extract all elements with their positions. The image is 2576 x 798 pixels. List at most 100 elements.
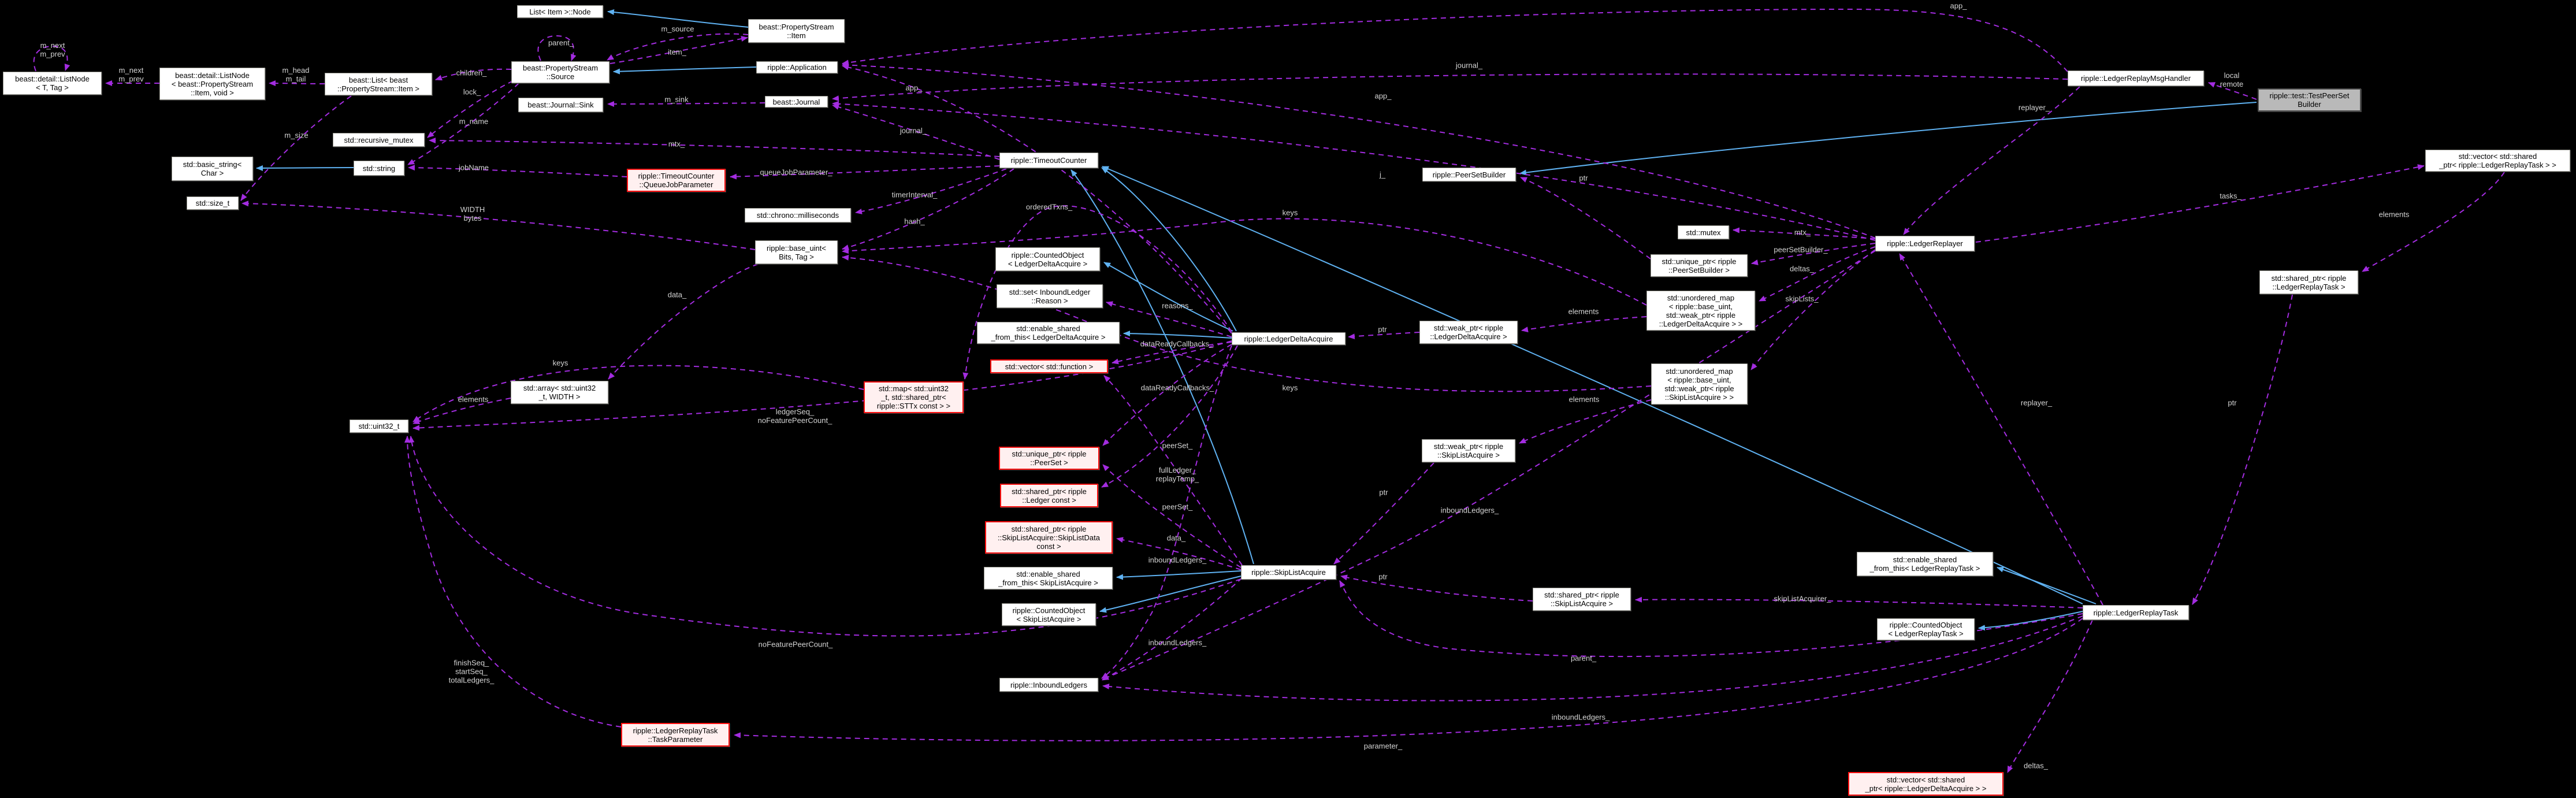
usage-edge — [1102, 464, 1241, 568]
node-weak-sla[interactable]: std::weak_ptr< ripple ::SkipListAcquire … — [1422, 439, 1515, 462]
usage-edge — [1519, 399, 1652, 444]
node-sp-sla[interactable]: std::shared_ptr< ripple ::SkipListAcquir… — [1533, 588, 1631, 611]
node-ps-item[interactable]: beast::PropertyStream ::Item — [748, 19, 845, 43]
edge-label: keys — [552, 358, 568, 368]
node-map-sttx[interactable]: std::map< std::uint32 _t, std::shared_pt… — [864, 381, 964, 413]
edge-label: lock_ — [463, 87, 481, 96]
inherit-edge — [1103, 262, 1233, 332]
node-application[interactable]: ripple::Application — [756, 61, 838, 73]
node-journal-sink[interactable]: beast::Journal::Sink — [518, 98, 603, 112]
node-uniq-psb[interactable]: std::unique_ptr< ripple ::PeerSetBuilder… — [1651, 254, 1748, 277]
node-lda[interactable]: ripple::LedgerDeltaAcquire — [1232, 332, 1345, 345]
edge-label: elements — [1568, 395, 1600, 404]
usage-edge — [607, 101, 765, 107]
usage-edge — [412, 340, 1232, 431]
usage-edge — [832, 104, 1000, 160]
edge-label: dataReadyCallbacks_ — [1140, 339, 1214, 348]
usage-edge — [412, 365, 864, 422]
node-qjp[interactable]: ripple::TimeoutCounter ::QueueJobParamet… — [627, 169, 726, 192]
node-recursive-mutex[interactable]: std::recursive_mutex — [333, 133, 425, 147]
inherit-edge — [607, 9, 749, 28]
node-vec-lda[interactable]: std::vector< std::shared _ptr< ripple::L… — [1848, 772, 2003, 796]
node-lrt[interactable]: ripple::LedgerReplayTask — [2083, 605, 2189, 620]
node-ps-source[interactable]: beast::PropertyStream ::Source — [511, 61, 609, 83]
node-inbound[interactable]: ripple::InboundLedgers — [999, 678, 1098, 692]
usage-edge — [1750, 249, 1876, 370]
node-replayer[interactable]: ripple::LedgerReplayer — [1875, 236, 1975, 251]
node-test-psb[interactable]: ripple::test::TestPeerSet Builder — [2258, 88, 2361, 112]
edge-label: replayer_ — [2020, 398, 2053, 407]
edge-label: finishSeq_ startSeq_ totalLedgers_ — [448, 658, 495, 685]
usage-edge — [608, 263, 759, 380]
node-msg-handler[interactable]: ripple::LedgerReplayMsgHandler — [2068, 70, 2204, 86]
usage-edge — [842, 218, 1647, 306]
edge-label: skipListAcquirer_ — [1774, 594, 1831, 603]
node-size-t[interactable]: std::size_t — [187, 196, 239, 210]
edge-label: parent_ — [548, 38, 574, 47]
inherit-edge — [1101, 167, 1237, 332]
usage-edge — [842, 254, 1652, 392]
edge-label: inboundLedgers_ — [1551, 712, 1610, 722]
node-uniq-peerset[interactable]: std::unique_ptr< ripple ::PeerSet > — [999, 447, 1099, 470]
edges — [33, 8, 2505, 773]
node-uint32[interactable]: std::uint32_t — [350, 420, 408, 433]
node-base-uint[interactable]: ripple::base_uint< Bits, Tag > — [755, 240, 838, 264]
node-esft-lda[interactable]: std::enable_shared _from_this< LedgerDel… — [977, 322, 1120, 344]
node-psb[interactable]: ripple::PeerSetBuilder — [1422, 168, 1516, 181]
usage-edge — [33, 45, 70, 72]
node-timeout-counter[interactable]: ripple::TimeoutCounter — [999, 153, 1098, 168]
usage-edge — [435, 68, 512, 81]
edge-label: data_ — [667, 290, 687, 299]
usage-edge — [842, 62, 1876, 239]
edge-label: mtx_ — [668, 139, 685, 149]
node-sp-ledger[interactable]: std::shared_ptr< ripple ::Ledger const > — [1000, 484, 1098, 507]
usage-edge — [427, 80, 514, 138]
node-weak-lda[interactable]: std::weak_ptr< ripple ::LedgerDeltaAcqui… — [1419, 321, 1518, 344]
node-esft-sla[interactable]: std::enable_shared _from_this< SkipListA… — [984, 567, 1113, 589]
edge-label: inboundLedgers_ — [1440, 506, 1499, 515]
node-journal[interactable]: beast::Journal — [765, 96, 828, 107]
edge-label: local remote — [2220, 71, 2244, 88]
edge-label: ptr — [2228, 398, 2237, 407]
edge-label: inboundLedgers_ — [1148, 555, 1207, 565]
node-esft-lrt[interactable]: std::enable_shared _from_this< LedgerRep… — [1857, 552, 1993, 576]
node-umap-lda[interactable]: std::unordered_map < ripple::base_uint, … — [1646, 291, 1755, 331]
node-umap-sla[interactable]: std::unordered_map < ripple::base_uint, … — [1651, 363, 1748, 404]
edge-label: replayer_ — [2018, 103, 2050, 112]
node-vec-task[interactable]: std::vector< std::shared _ptr< ripple::L… — [2425, 150, 2570, 172]
node-node[interactable]: List< Item >::Node — [517, 5, 603, 18]
edge-label: parent_ — [1570, 654, 1597, 663]
usage-edge — [962, 205, 1232, 380]
node-task-param[interactable]: ripple::LedgerReplayTask ::TaskParameter — [621, 723, 730, 747]
node-vec-func[interactable]: std::vector< std::function > — [990, 359, 1108, 373]
edge-label: jobName — [458, 163, 489, 172]
node-set-reason[interactable]: std::set< InboundLedger ::Reason > — [997, 284, 1103, 308]
edge-label: app_ — [1374, 91, 1392, 101]
node-milliseconds[interactable]: std::chrono::milliseconds — [745, 208, 851, 222]
usage-edge — [412, 398, 511, 424]
edge-label: children_ — [456, 68, 487, 77]
node-listnode-item[interactable]: beast::detail::ListNode < beast::Propert… — [159, 68, 265, 100]
node-sp-task[interactable]: std::shared_ptr< ripple ::LedgerReplayTa… — [2259, 270, 2358, 294]
usage-edge — [1112, 342, 1232, 365]
edge-label: peerSetBuilder_ — [1774, 245, 1828, 254]
node-co-lda[interactable]: ripple::CountedObject < LedgerDeltaAcqui… — [995, 247, 1100, 271]
node-co-sla[interactable]: ripple::CountedObject < SkipListAcquire … — [1002, 603, 1096, 626]
edge-label: ptr — [1379, 488, 1388, 497]
node-basic-string[interactable]: std::basic_string< Char > — [172, 157, 253, 181]
edge-label: orderedTxns_ — [1025, 202, 1073, 211]
usage-edge — [408, 436, 1241, 637]
node-array[interactable]: std::array< std::uint32 _t, WIDTH > — [511, 381, 608, 404]
node-list-item[interactable]: beast::List< beast ::PropertyStream::Ite… — [325, 73, 432, 95]
edge-label: ledgerSeq_ noFeaturePeerCount_ — [757, 407, 832, 425]
node-co-lrt[interactable]: ripple::CountedObject < LedgerReplayTask… — [1877, 618, 1975, 640]
edge-label: m_sink — [664, 95, 689, 104]
node-sla[interactable]: ripple::SkipListAcquire — [1241, 565, 1336, 580]
node-listnode-t[interactable]: beast::detail::ListNode < T, Tag > — [3, 72, 102, 95]
node-string[interactable]: std::string — [354, 161, 404, 176]
node-mutex[interactable]: std::mutex — [1678, 225, 1729, 239]
node-sp-sld[interactable]: std::shared_ptr< ripple ::SkipListAcquir… — [985, 521, 1113, 554]
usage-edge — [1102, 344, 1232, 446]
usage-edge — [2362, 172, 2505, 272]
inherit-edge — [613, 66, 757, 75]
